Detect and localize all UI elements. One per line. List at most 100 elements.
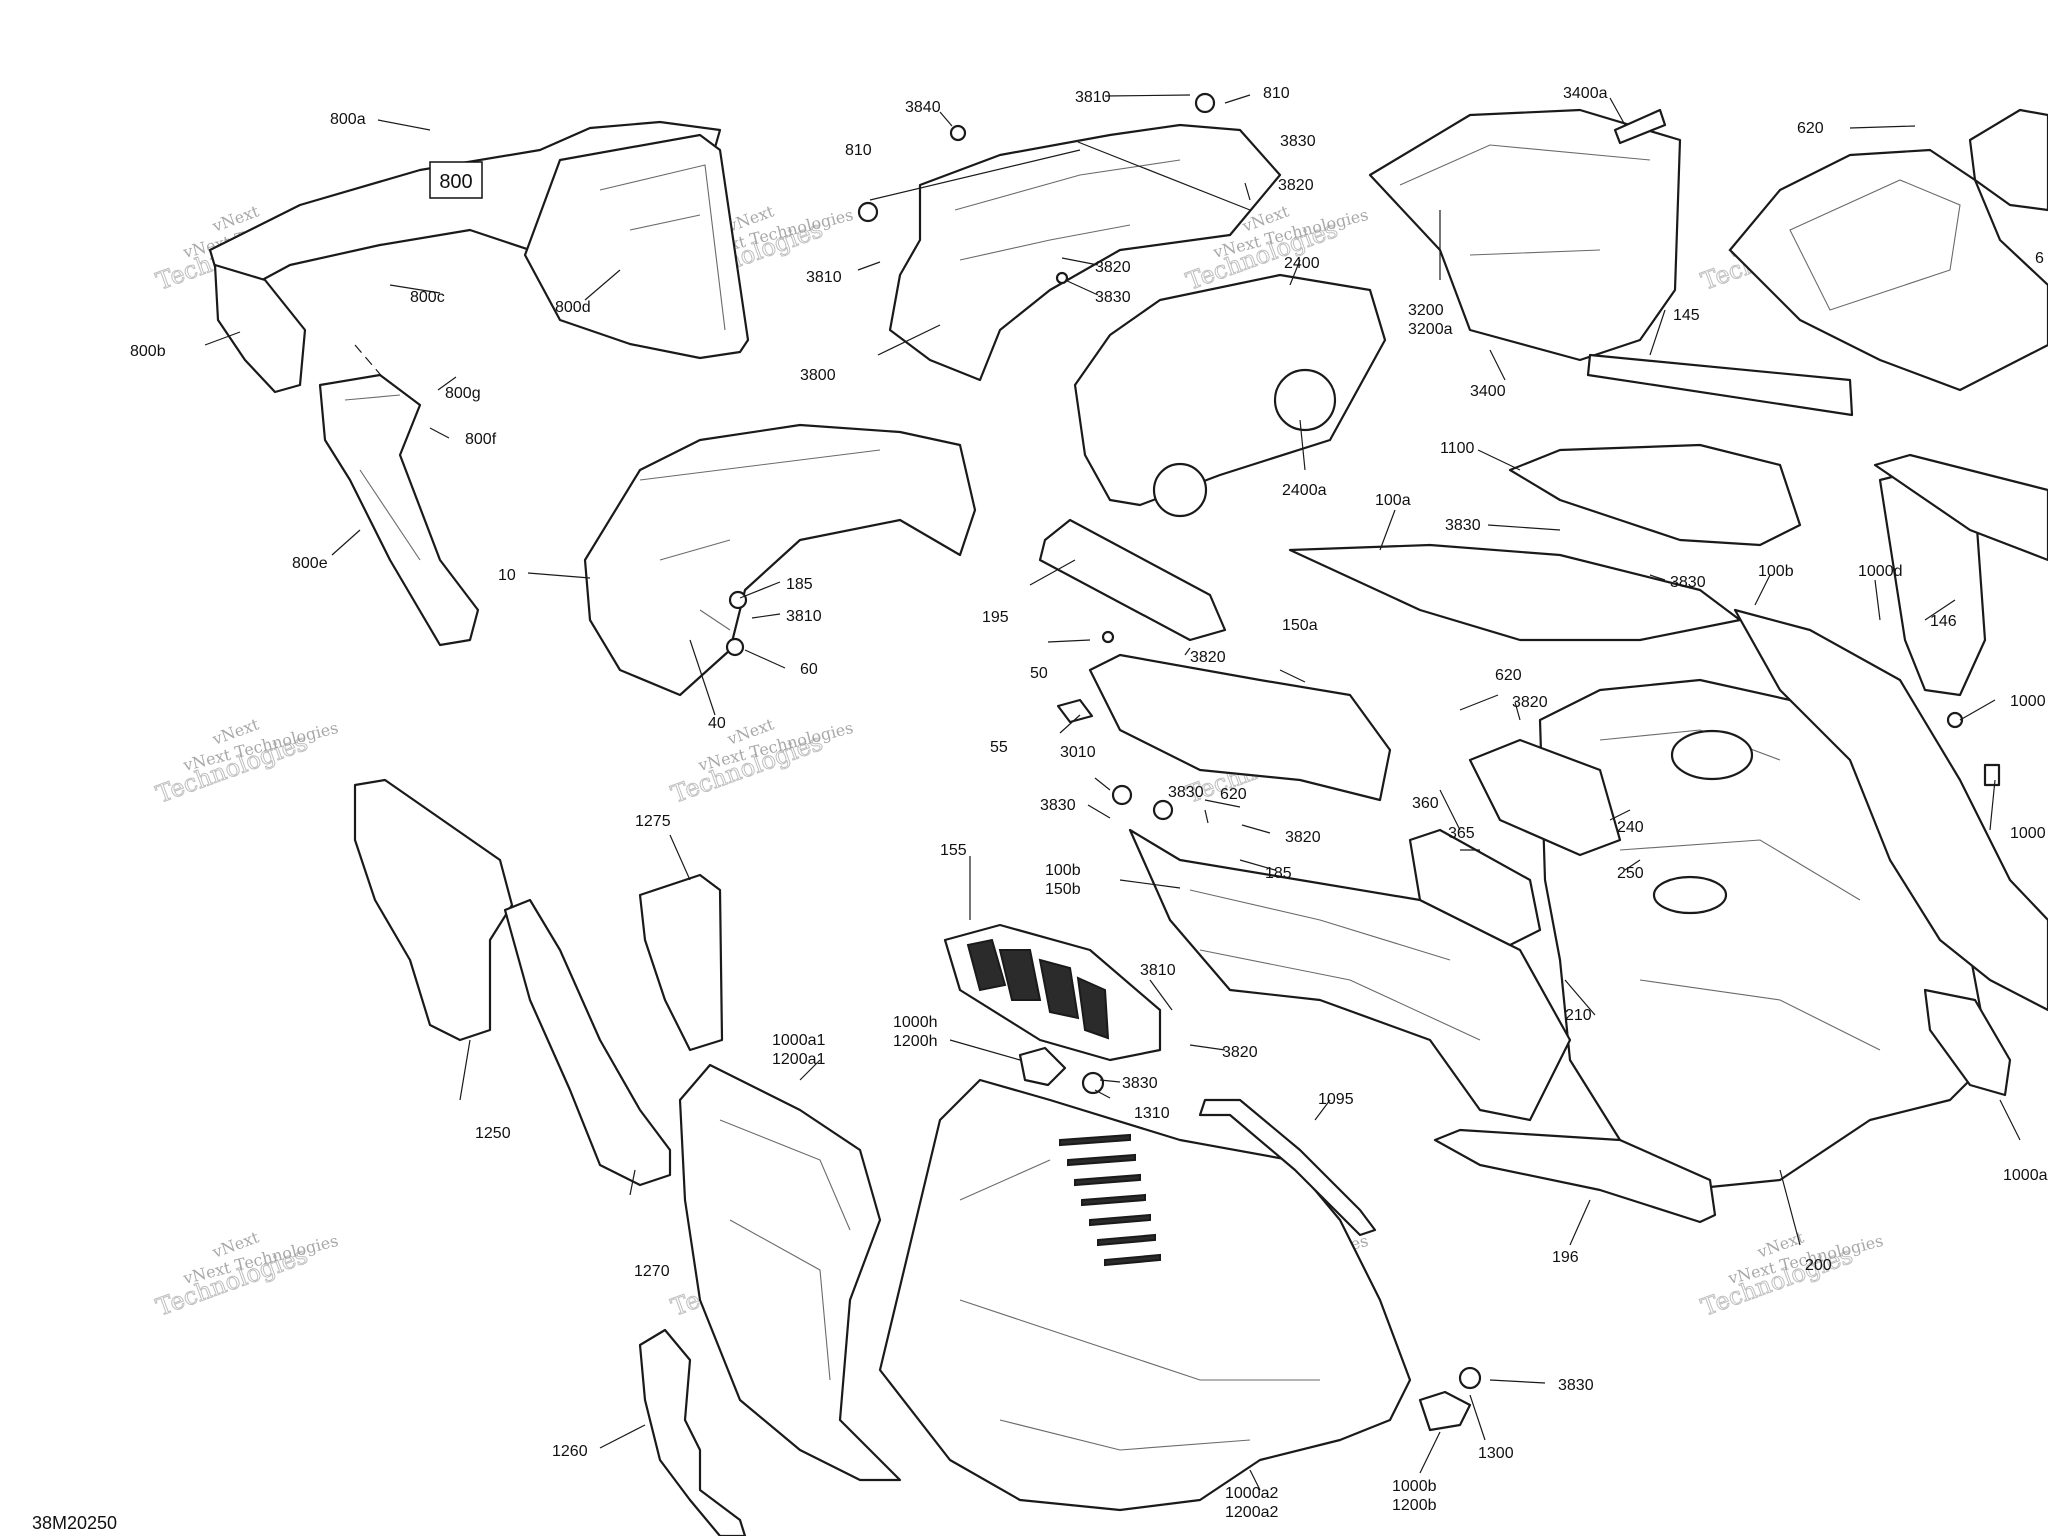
part-810-grommet: [857, 201, 879, 223]
label-800a: 800a: [330, 111, 366, 128]
label-155: 155: [940, 842, 967, 859]
leader-lines: [204, 94, 2021, 1491]
part-1000a2-large-side-panel: [878, 1078, 1412, 1512]
label-810-left: 810: [845, 142, 872, 159]
part-1000h-clip: [1018, 1046, 1067, 1087]
label-3840: 3840: [905, 99, 941, 116]
part-150b-detail: [1189, 889, 1481, 1041]
label-1000h: 1000h: [893, 1014, 938, 1031]
label-40: 40: [708, 715, 726, 732]
label-200: 200: [1805, 1257, 1832, 1274]
part-3800-detail: [954, 159, 1181, 261]
part-196-trim: [1433, 1128, 1717, 1224]
label-3400: 3400: [1470, 383, 1506, 400]
callout-labels: 800a 800b 800c 800d 800e 800f 800g 3840 …: [130, 85, 2048, 1521]
part-250-fuel-cap: [1652, 875, 1728, 915]
part-1310-nut: [1081, 1071, 1105, 1095]
part-3010-grommet-a: [1111, 784, 1133, 806]
label-3200: 3200: [1408, 302, 1444, 319]
label-1100: 1100: [1440, 440, 1475, 457]
parts: [208, 92, 2048, 1536]
part-1000-round-clip: [1946, 711, 1964, 729]
part-1000-square-clip: [1983, 763, 2001, 787]
part-2400-headlight-assembly: [1073, 273, 1387, 507]
label-185-panel: 185: [1265, 865, 1292, 882]
label-3820-panel: 3820: [1285, 829, 1321, 846]
label-2400: 2400: [1284, 255, 1320, 272]
label-1000-right-lower: 1000: [2010, 825, 2046, 842]
part-360-bracket: [1408, 828, 1542, 947]
label-1095: 1095: [1318, 1091, 1354, 1108]
label-3830-side: 3830: [1040, 797, 1076, 814]
label-60: 60: [800, 661, 818, 678]
part-top-right-trim: [1968, 108, 2048, 212]
part-155-vent-slots: [966, 938, 1110, 1040]
part-10-nose-cone: [583, 423, 977, 697]
label-620-mid: 620: [1495, 667, 1522, 684]
part-800d-detail: [599, 164, 726, 331]
part-50-washer: [1101, 630, 1115, 644]
label-620-top: 620: [1797, 120, 1824, 137]
label-3830-rack-left: 3830: [1445, 517, 1481, 534]
reference-box-label: 800: [439, 171, 472, 193]
label-195: 195: [982, 609, 1009, 626]
label-1000a-right: 1000a: [2003, 1167, 2048, 1184]
label-145: 145: [1673, 307, 1700, 324]
part-800b-lower-bracket: [213, 263, 307, 394]
label-365: 365: [1448, 825, 1475, 842]
label-1260: 1260: [552, 1443, 588, 1460]
part-800e-detail: [344, 394, 421, 561]
label-3810-top: 3810: [1075, 89, 1111, 106]
part-1300-nut: [1458, 1366, 1482, 1390]
label-100b-side: 100b: [1045, 862, 1081, 879]
part-1000a2-detail: [959, 1159, 1320, 1451]
part-1250-side-panel: [353, 778, 514, 1042]
label-3830-1310: 3830: [1122, 1075, 1158, 1092]
document-id: 38M20250: [32, 1513, 117, 1533]
label-3800: 3800: [800, 367, 836, 384]
label-150a: 150a: [1282, 617, 1318, 634]
label-1200b: 1200b: [1392, 1497, 1437, 1514]
part-240-fuel-cap-ring: [1670, 729, 1754, 781]
label-6-clipped: 6: [2035, 250, 2044, 267]
label-50: 50: [1030, 665, 1048, 682]
label-3010: 3010: [1060, 744, 1096, 761]
part-55-tag: [1056, 698, 1094, 724]
part-145-trim-strip: [1586, 353, 1854, 417]
part-1100-rear-rack: [1508, 443, 1802, 547]
label-800b: 800b: [130, 343, 166, 360]
part-3400-detail: [1399, 144, 1651, 256]
part-3400-storage-bin: [1368, 108, 1682, 362]
part-gauge-bezel-detail: [1789, 179, 1961, 311]
part-365-bracket: [1468, 738, 1622, 857]
label-1275: 1275: [635, 813, 671, 830]
label-800e: 800e: [292, 555, 328, 572]
part-150a-left-side-panel: [1088, 653, 1392, 802]
label-100b-top: 100b: [1758, 563, 1794, 580]
label-1250: 1250: [475, 1125, 511, 1142]
part-1270-knee-pad: [503, 898, 672, 1187]
label-1000d: 1000d: [1858, 563, 1903, 580]
label-240: 240: [1617, 819, 1644, 836]
label-3820-150a: 3820: [1190, 649, 1226, 666]
part-1000b-clip: [1418, 1390, 1472, 1432]
label-1000b: 1000b: [1392, 1478, 1437, 1495]
part-3400a-strip: [1613, 108, 1667, 145]
label-2400a: 2400a: [1282, 482, 1327, 499]
part-800-centerline: [354, 344, 386, 381]
label-250: 250: [1617, 865, 1644, 882]
label-185-left: 185: [786, 576, 813, 593]
part-1000a2-vent-louvers: [1059, 1133, 1161, 1267]
part-10-detail: [639, 449, 881, 631]
label-196: 196: [1552, 1249, 1579, 1266]
label-100a: 100a: [1375, 492, 1411, 509]
label-3810-nose: 3810: [786, 608, 822, 625]
part-1275-insert: [638, 873, 724, 1052]
part-gauge-bezel: [1728, 148, 2048, 392]
label-3830-bottom: 3830: [1558, 1377, 1594, 1394]
